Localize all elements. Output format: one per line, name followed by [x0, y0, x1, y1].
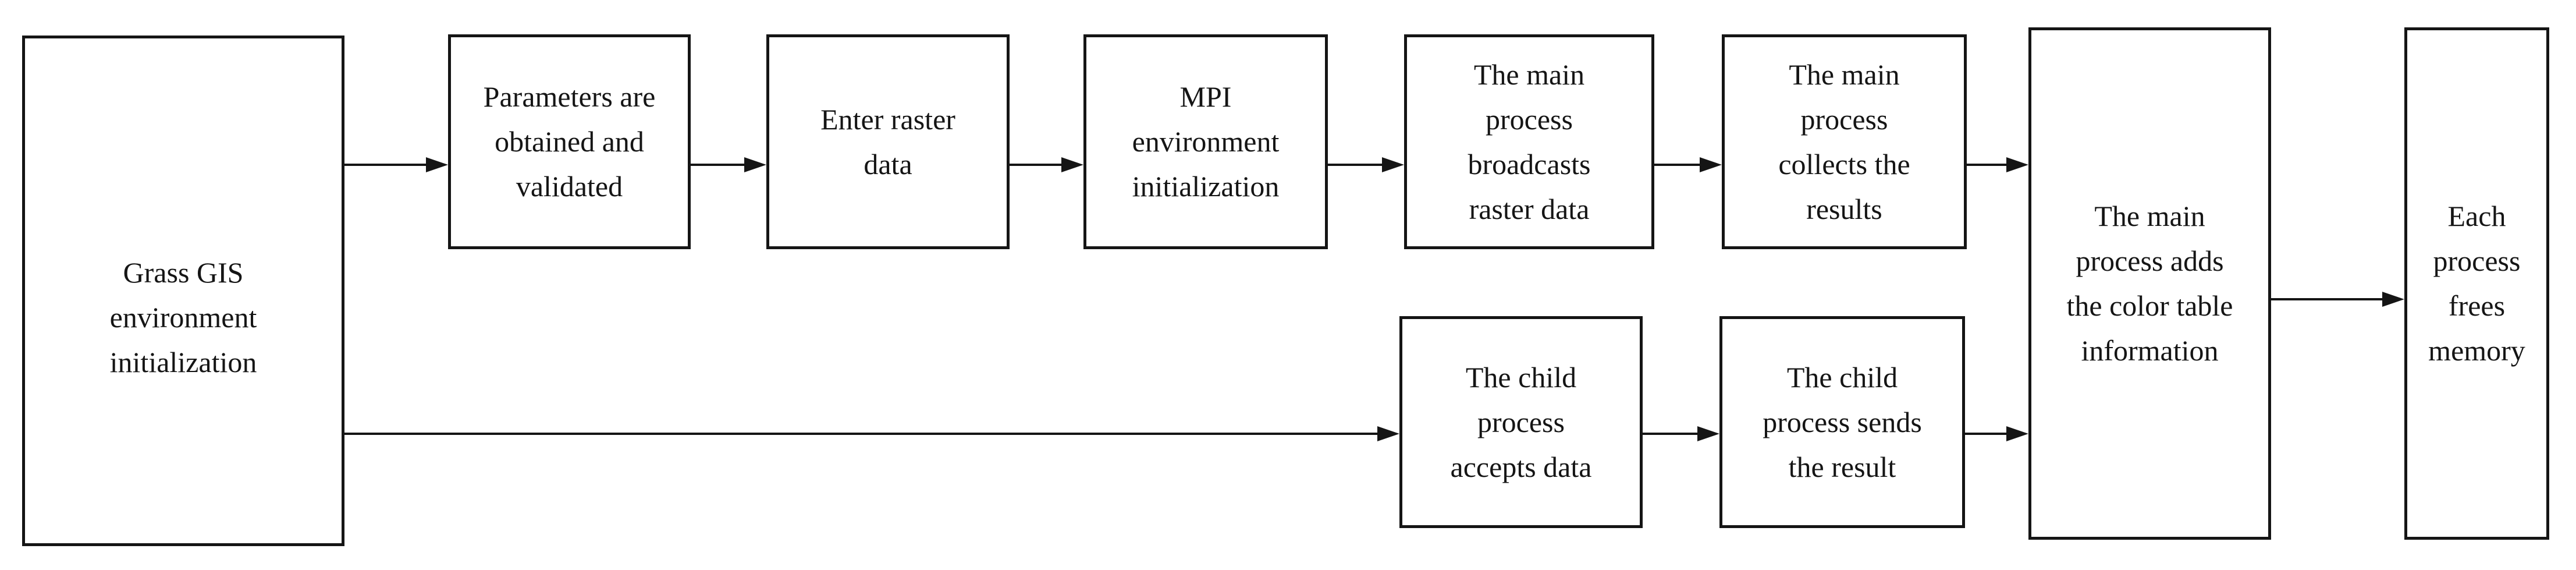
node-enter-raster-data: Enter raster data	[766, 34, 1010, 249]
arrow-grass-to-child-accepts	[344, 426, 1399, 442]
arrow-shaft	[2271, 298, 2389, 300]
node-main-process-collects-results: The main process collects the results	[1722, 34, 1967, 249]
node-label: Enter raster data	[820, 102, 955, 180]
arrow-sends-to-adds-color-table	[1965, 426, 2028, 442]
arrow-adds-color-table-to-frees-memory	[2271, 291, 2404, 307]
arrow-enter-raster-to-mpi	[1010, 157, 1083, 173]
node-child-process-accepts-data: The child process accepts data	[1399, 316, 1643, 528]
node-label: The child process accepts data	[1450, 360, 1592, 483]
node-label: The main process collects the results	[1778, 58, 1910, 225]
arrowhead-right-icon	[1382, 157, 1404, 172]
node-label: The child process sends the result	[1763, 360, 1922, 483]
node-label: Each process frees memory	[2428, 200, 2525, 367]
arrowhead-right-icon	[1061, 157, 1083, 172]
arrowhead-right-icon	[1700, 157, 1722, 172]
node-label: The main process broadcasts raster data	[1468, 58, 1591, 225]
node-each-process-frees-memory: Each process frees memory	[2404, 27, 2549, 540]
node-grass-gis-environment-initialization: Grass GIS environment initialization	[22, 36, 344, 546]
node-label: Parameters are obtained and validated	[483, 80, 656, 203]
arrow-shaft	[691, 164, 751, 166]
node-label: MPI environment initialization	[1132, 80, 1280, 203]
arrow-shaft	[1965, 433, 2013, 435]
node-child-process-sends-result: The child process sends the result	[1719, 316, 1965, 528]
node-parameters-obtained-validated: Parameters are obtained and validated	[448, 34, 691, 249]
arrow-shaft	[1654, 164, 1707, 166]
arrow-grass-to-parameters	[344, 157, 448, 173]
arrowhead-right-icon	[1697, 426, 1719, 441]
arrow-collects-to-adds-color-table	[1967, 157, 2028, 173]
node-mpi-environment-initialization: MPI environment initialization	[1083, 34, 1328, 249]
arrowhead-right-icon	[2382, 292, 2404, 307]
node-label: Grass GIS environment initialization	[109, 256, 257, 378]
arrow-mpi-to-broadcasts	[1328, 157, 1404, 173]
arrowhead-right-icon	[1377, 426, 1399, 441]
arrow-parameters-to-enter-raster	[691, 157, 766, 173]
arrow-shaft	[1967, 164, 2013, 166]
arrow-broadcasts-to-collects	[1654, 157, 1722, 173]
node-label: The main process adds the color table in…	[2066, 200, 2233, 367]
arrowhead-right-icon	[2006, 157, 2028, 172]
arrowhead-right-icon	[2006, 426, 2028, 441]
arrowhead-right-icon	[744, 157, 766, 172]
arrowhead-right-icon	[426, 157, 448, 172]
arrow-shaft	[1010, 164, 1068, 166]
arrow-shaft	[344, 164, 433, 166]
arrow-accepts-to-sends	[1643, 426, 1719, 442]
node-main-process-broadcasts-raster-data: The main process broadcasts raster data	[1404, 34, 1654, 249]
node-main-process-adds-color-table: The main process adds the color table in…	[2028, 27, 2271, 540]
arrow-shaft	[1643, 433, 1704, 435]
arrow-shaft	[344, 433, 1384, 435]
arrow-shaft	[1328, 164, 1389, 166]
